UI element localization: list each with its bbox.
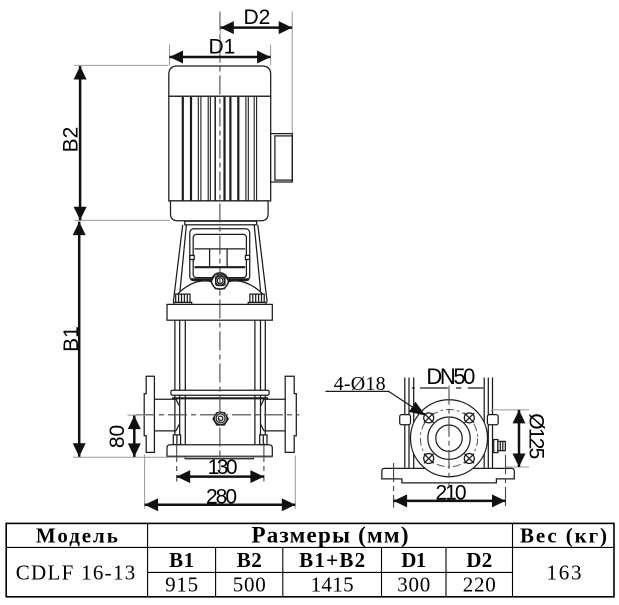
svg-text:Размеры (мм): Размеры (мм) <box>252 523 409 548</box>
svg-text:300: 300 <box>397 573 430 597</box>
svg-text:B1: B1 <box>60 326 83 352</box>
svg-text:DN50: DN50 <box>426 364 475 389</box>
svg-text:500: 500 <box>233 573 266 597</box>
svg-text:Модель: Модель <box>36 524 118 548</box>
svg-text:D1: D1 <box>208 36 235 59</box>
svg-text:Ø125: Ø125 <box>525 413 548 459</box>
svg-text:280: 280 <box>206 485 237 508</box>
svg-text:1415: 1415 <box>311 573 354 597</box>
svg-text:CDLF 16-13: CDLF 16-13 <box>16 560 136 584</box>
svg-text:4-Ø18: 4-Ø18 <box>334 373 386 395</box>
svg-text:130: 130 <box>208 456 238 479</box>
svg-text:B1+B2: B1+B2 <box>299 548 365 572</box>
svg-text:210: 210 <box>436 482 467 505</box>
svg-text:B2: B2 <box>237 548 262 572</box>
svg-text:D2: D2 <box>243 6 270 29</box>
svg-text:220: 220 <box>463 573 496 597</box>
svg-text:B1: B1 <box>169 548 194 572</box>
svg-text:D2: D2 <box>466 548 492 572</box>
svg-text:163: 163 <box>547 560 582 584</box>
svg-text:B2: B2 <box>60 127 83 153</box>
svg-text:80: 80 <box>106 425 129 448</box>
svg-text:Вес (кг): Вес (кг) <box>520 524 607 548</box>
svg-text:D1: D1 <box>401 548 426 572</box>
svg-text:915: 915 <box>165 573 198 597</box>
